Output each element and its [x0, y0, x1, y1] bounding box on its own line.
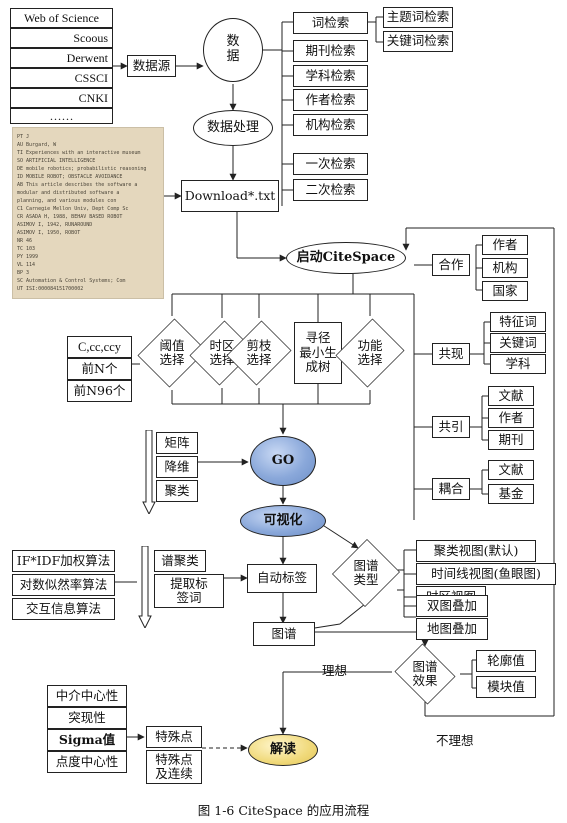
step-clustering: 聚类: [156, 480, 198, 502]
indicator-sigma: Sigma值: [47, 729, 127, 751]
not-ideal-label: 不理想: [436, 733, 474, 748]
retrieval-word: 词检索: [293, 12, 368, 34]
threshold-param-topn: 前N个: [67, 358, 132, 380]
retrieval-first-pass: 一次检索: [293, 153, 368, 175]
data-processing-node: 数据处理: [193, 110, 273, 146]
retrieval-institution: 机构检索: [293, 114, 368, 136]
map-effect-diamond: 图谱 效果: [392, 643, 458, 705]
cocit-journal: 期刊: [488, 430, 534, 450]
group-co-occurrence: 共现: [432, 343, 470, 365]
record-line: AU Burgard, W: [17, 142, 57, 148]
threshold-param-topn96: 前N96个: [67, 380, 132, 402]
special-point-continuous: 特殊点 及连续: [146, 750, 202, 784]
record-line: SC Automation & Control Systems; Com: [17, 278, 126, 284]
record-line: CR ASADA H, 1988, BEHAV BASED ROBOT: [17, 214, 123, 220]
collab-country: 国家: [482, 281, 528, 301]
indicator-degree: 点度中心性: [47, 751, 127, 773]
view-dual-overlay: 双图叠加: [416, 595, 488, 617]
record-line: SO ARTIFICIAL INTELLIGENCE: [17, 158, 96, 164]
record-sample-scan: PT J AU Burgard, W TI Experiences with an …: [12, 127, 164, 299]
edge-visualize-to-maptype: [317, 521, 359, 549]
coupling-document: 文献: [488, 460, 534, 480]
step-extract-label-words: 提取标 签词: [154, 574, 224, 608]
data-source-label: 数据源: [127, 55, 176, 77]
metric-silhouette: 轮廓值: [476, 650, 536, 672]
record-line: VL 114: [17, 262, 36, 268]
record-line: ASIMOV I, 1942, RUNAROUND: [17, 222, 93, 228]
record-line: ID MOBILE ROBOT; OBSTACLE AVOIDANCE: [17, 174, 123, 180]
record-line: C1 Carnegie Mellon Univ, Dept Comp Sc: [17, 206, 129, 212]
cocit-author: 作者: [488, 408, 534, 428]
pathfinder-mst-box: 寻径 最小生 成树: [294, 322, 342, 384]
record-line: BP 3: [17, 270, 30, 276]
cooc-subject: 学科: [490, 354, 546, 374]
interpret-node: 解读: [248, 734, 318, 766]
record-line: DE mobile robotics; probabilistic reason…: [17, 166, 147, 172]
cooc-feature-word: 特征词: [490, 312, 546, 332]
source-web-of-science: Web of Science: [10, 8, 113, 28]
retrieval-keyword: 关键词检索: [383, 31, 453, 52]
source-scoous: Scoous: [10, 28, 113, 48]
figure-caption: 图 1-6 CiteSpace 的应用流程: [197, 803, 370, 818]
record-line: modular and distributed software a: [17, 190, 120, 196]
group-co-citation: 共引: [432, 416, 470, 438]
retrieval-subject: 学科检索: [293, 65, 368, 87]
record-line: NR 46: [17, 238, 33, 244]
pruning-selection-diamond: 剪枝 选择: [226, 318, 292, 388]
group-collaboration: 合作: [432, 254, 470, 276]
cooc-keyword: 关键词: [490, 333, 546, 353]
source-cssci: CSSCI: [10, 68, 113, 88]
labeling-flow-arrow: [138, 546, 152, 628]
step-spectral-clustering: 谱聚类: [154, 550, 206, 572]
go-node: GO: [250, 436, 316, 486]
record-line: UT ISI:000084151700002: [17, 286, 84, 292]
retrieval-journal: 期刊检索: [293, 40, 368, 62]
record-line: PT J: [17, 134, 30, 140]
view-cluster: 聚类视图(默认): [416, 540, 536, 562]
algo-log-likelihood: 对数似然率算法: [12, 574, 115, 596]
algo-mutual-information: 交互信息算法: [12, 598, 115, 620]
threshold-param-ccy: C,cc,ccy: [67, 336, 132, 358]
download-file-box: Download*.txt: [181, 180, 279, 212]
record-line: AB This article describes the software a: [17, 182, 138, 188]
step-matrix: 矩阵: [156, 432, 198, 454]
retrieval-second-pass: 二次检索: [293, 179, 368, 201]
source-cnki: CNKI: [10, 88, 113, 108]
collab-institution: 机构: [482, 258, 528, 278]
record-line: TC 103: [17, 246, 36, 252]
map-box: 图谱: [253, 622, 315, 646]
data-node: 数 据: [203, 18, 263, 82]
step-dim-reduction: 降维: [156, 456, 198, 478]
threshold-selection-diamond: 阈值 选择: [137, 316, 207, 390]
map-type-diamond: 图谱 类型: [332, 538, 400, 608]
function-selection-diamond: 功能 选择: [335, 316, 405, 390]
group-coupling: 耦合: [432, 478, 470, 500]
retrieval-author: 作者检索: [293, 89, 368, 111]
algo-tfidf: IF*IDF加权算法: [12, 550, 115, 572]
start-citespace-node: 启动CiteSpace: [286, 242, 406, 274]
coupling-fund: 基金: [488, 484, 534, 504]
matrix-flow-arrow: [142, 430, 156, 514]
record-line: planning, and various modules con: [17, 198, 117, 204]
source-derwent: Derwent: [10, 48, 113, 68]
special-point: 特殊点: [146, 726, 202, 748]
record-line: ASIMOV I, 1950, ROBOT: [17, 230, 81, 236]
indicator-burst: 突现性: [47, 707, 127, 729]
indicator-betweenness: 中介中心性: [47, 685, 127, 707]
retrieval-topic-word: 主题词检索: [383, 7, 453, 28]
metric-modularity: 模块值: [476, 676, 536, 698]
ideal-label: 理想: [322, 663, 348, 678]
collab-author: 作者: [482, 235, 528, 255]
auto-label-box: 自动标签: [247, 564, 317, 593]
record-line: PY 1999: [17, 254, 39, 260]
view-timeline: 时间线视图(鱼眼图): [416, 563, 556, 585]
source-more: ……: [10, 108, 113, 124]
record-line: TI Experiences with an interactive museu…: [17, 150, 141, 156]
cocit-document: 文献: [488, 386, 534, 406]
view-map-overlay: 地图叠加: [416, 618, 488, 640]
visualize-node: 可视化: [240, 505, 326, 537]
